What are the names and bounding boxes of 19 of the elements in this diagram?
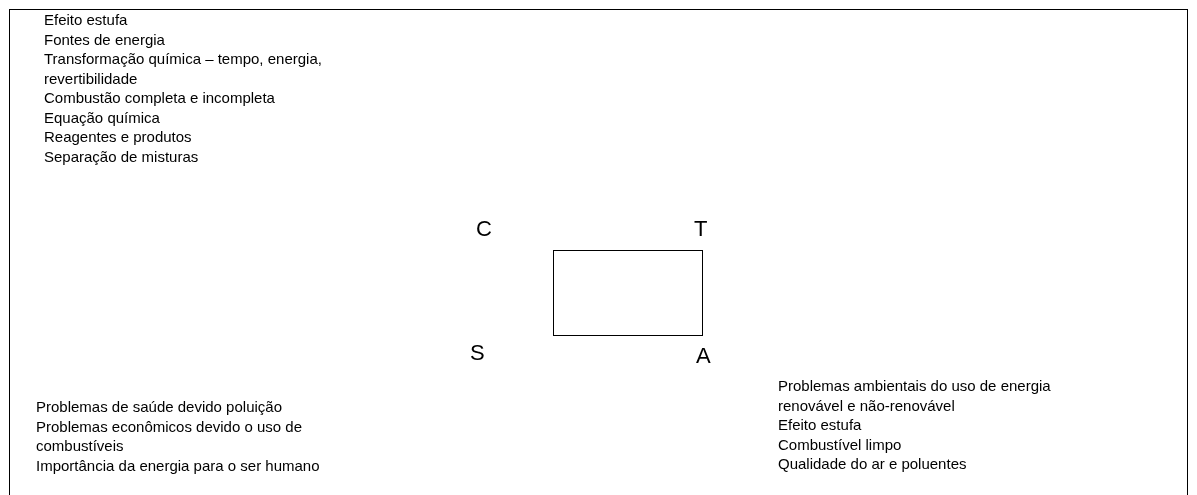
- list-item: Importância da energia para o ser humano: [36, 455, 321, 475]
- corner-letter: T: [694, 216, 709, 242]
- list-item: Problemas de saúde devido poluição: [36, 397, 283, 417]
- corner-letter: A: [696, 343, 712, 369]
- list-item: Equação química: [44, 107, 161, 127]
- list-item: Combustão completa e incompleta: [44, 88, 276, 108]
- list-item: Qualidade do ar e poluentes: [778, 454, 968, 474]
- list-item: Problemas ambientais do uso de energia renovável e não-renovável: [778, 376, 1052, 415]
- empty-box: [553, 250, 703, 336]
- list-item: Reagentes e produtos: [44, 127, 193, 147]
- corner-letter: C: [476, 216, 493, 242]
- list-item: Efeito estufa: [44, 10, 129, 30]
- list-item: Combustível limpo: [778, 434, 903, 454]
- list-item: Transformação química – tempo, energia, revertibilidade: [44, 49, 323, 88]
- list-item: Separação de misturas: [44, 146, 200, 166]
- corner-letter: S: [470, 340, 486, 366]
- list-item: Efeito estufa: [778, 415, 863, 435]
- list-item: Fontes de energia: [44, 29, 166, 49]
- list-item: Problemas econômicos devido o uso de combustíveis: [36, 416, 303, 456]
